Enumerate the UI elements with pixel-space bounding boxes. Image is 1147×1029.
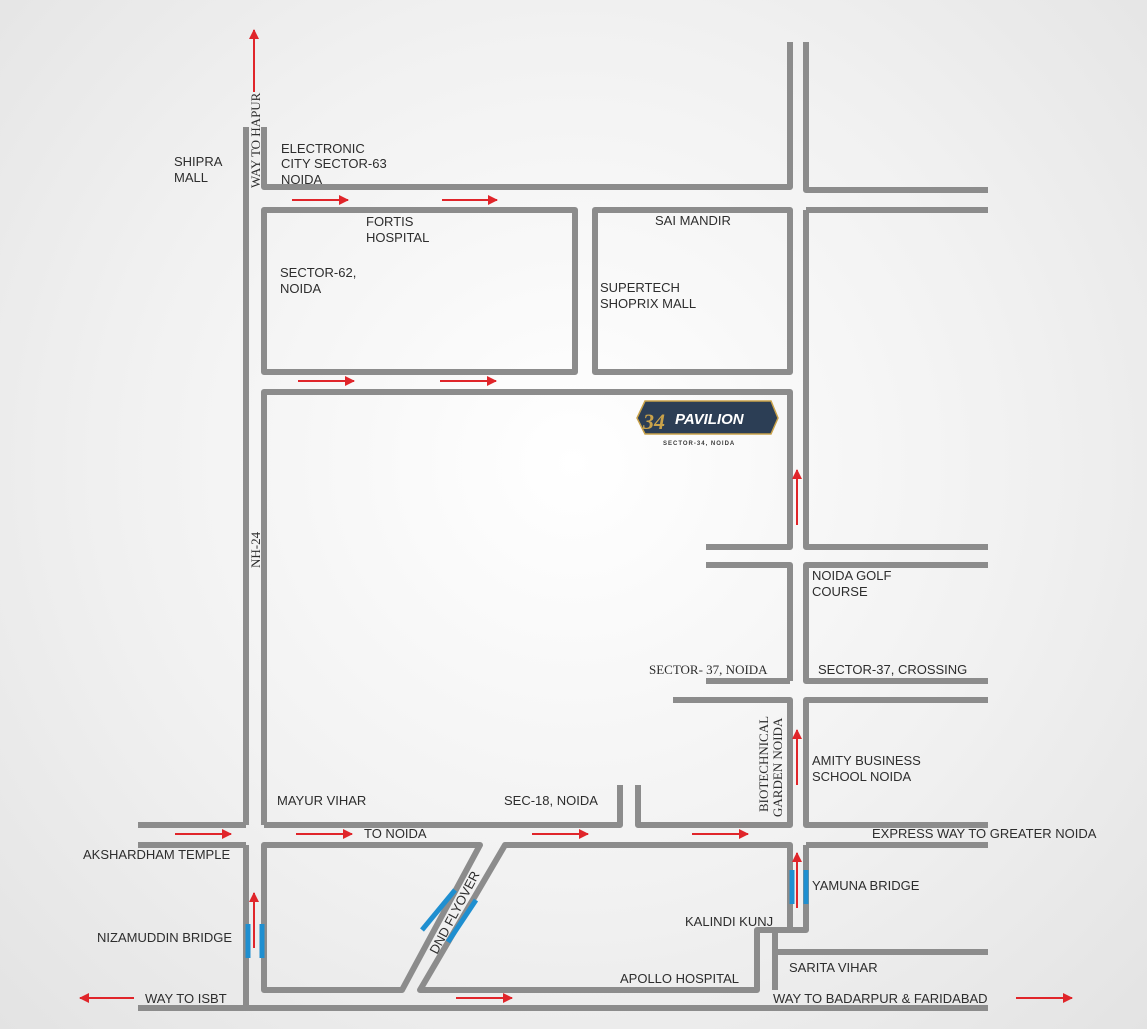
amity-right: [803, 697, 988, 828]
label-apollo: APOLLO HOSPITAL: [620, 971, 739, 986]
label-shipra-mall-1: SHIPRA: [174, 154, 223, 169]
label-to-noida: TO NOIDA: [364, 826, 427, 841]
bridges: [245, 870, 809, 958]
label-yamuna-bridge: YAMUNA BRIDGE: [812, 878, 920, 893]
label-sarita-vihar: SARITA VIHAR: [789, 960, 878, 975]
roads: [138, 42, 988, 1011]
pavilion-logo: 34 PAVILION SECTOR-34, NOIDA: [636, 400, 779, 447]
label-kalindi-kunj: KALINDI KUNJ: [685, 914, 773, 929]
label-mayur-vihar: MAYUR VIHAR: [277, 793, 366, 808]
top-right-road: [803, 42, 988, 193]
biotech-left: [635, 697, 793, 828]
label-sector62-1: SECTOR-62,: [280, 265, 356, 280]
label-sector62-2: NOIDA: [280, 281, 322, 296]
label-sector37-crossing: SECTOR-37, CROSSING: [818, 662, 967, 677]
label-akshardham: AKSHARDHAM TEMPLE: [83, 847, 230, 862]
logo-name: PAVILION: [675, 411, 745, 428]
label-supertech-1: SUPERTECH: [600, 280, 680, 295]
label-sai-mandir: SAI MANDIR: [655, 213, 731, 228]
label-amity-2: SCHOOL NOIDA: [812, 769, 912, 784]
logo-number: 34: [642, 409, 665, 434]
label-nh24: NH-24: [248, 531, 263, 568]
dnd-bridge-marker-b: [445, 898, 479, 944]
label-amity-1: AMITY BUSINESS: [812, 753, 921, 768]
label-biotechnical-1: BIOTECHNICAL: [756, 716, 771, 812]
sector63-road: [261, 42, 793, 190]
east-road-upper: [803, 210, 988, 550]
label-fortis-2: HOSPITAL: [366, 230, 429, 245]
label-sector37-noida: SECTOR- 37, NOIDA: [649, 662, 768, 677]
label-noida-golf-1: NOIDA GOLF: [812, 568, 892, 583]
label-expressway: EXPRESS WAY TO GREATER NOIDA: [872, 826, 1097, 841]
logo-tagline: SECTOR-34, NOIDA: [663, 441, 735, 447]
label-sec18: SEC-18, NOIDA: [504, 793, 598, 808]
label-electronic-city-1: ELECTRONIC: [281, 141, 365, 156]
label-electronic-city-3: NOIDA: [281, 172, 323, 187]
dnd-bridge-marker-a: [420, 888, 457, 932]
logo-badge: [636, 400, 779, 435]
golf-right: [803, 562, 988, 684]
label-supertech-2: SHOPRIX MALL: [600, 296, 696, 311]
label-electronic-city-2: CITY SECTOR-63: [281, 156, 387, 171]
direction-arrows: [79, 29, 1073, 1003]
dnd-road: [417, 842, 793, 993]
label-way-to-hapur: WAY TO HAPUR: [248, 92, 263, 188]
label-biotechnical-2: GARDEN NOIDA: [770, 717, 785, 817]
fortis-block: [261, 207, 578, 375]
sai-mandir-block: [592, 207, 793, 375]
central-block: [261, 389, 793, 825]
label-nizamuddin-bridge: NIZAMUDDIN BRIDGE: [97, 930, 232, 945]
mayur-vihar-road: [264, 785, 623, 828]
label-noida-golf-2: COURSE: [812, 584, 868, 599]
golf-left: [706, 562, 793, 681]
to-noida-lower: [261, 842, 483, 993]
sarita-road: [772, 949, 988, 990]
label-way-to-isbt: WAY TO ISBT: [145, 991, 227, 1006]
label-way-to-badarpur: WAY TO BADARPUR & FARIDABAD: [773, 991, 988, 1006]
label-fortis-1: FORTIS: [366, 214, 414, 229]
label-shipra-mall-2: MALL: [174, 170, 208, 185]
